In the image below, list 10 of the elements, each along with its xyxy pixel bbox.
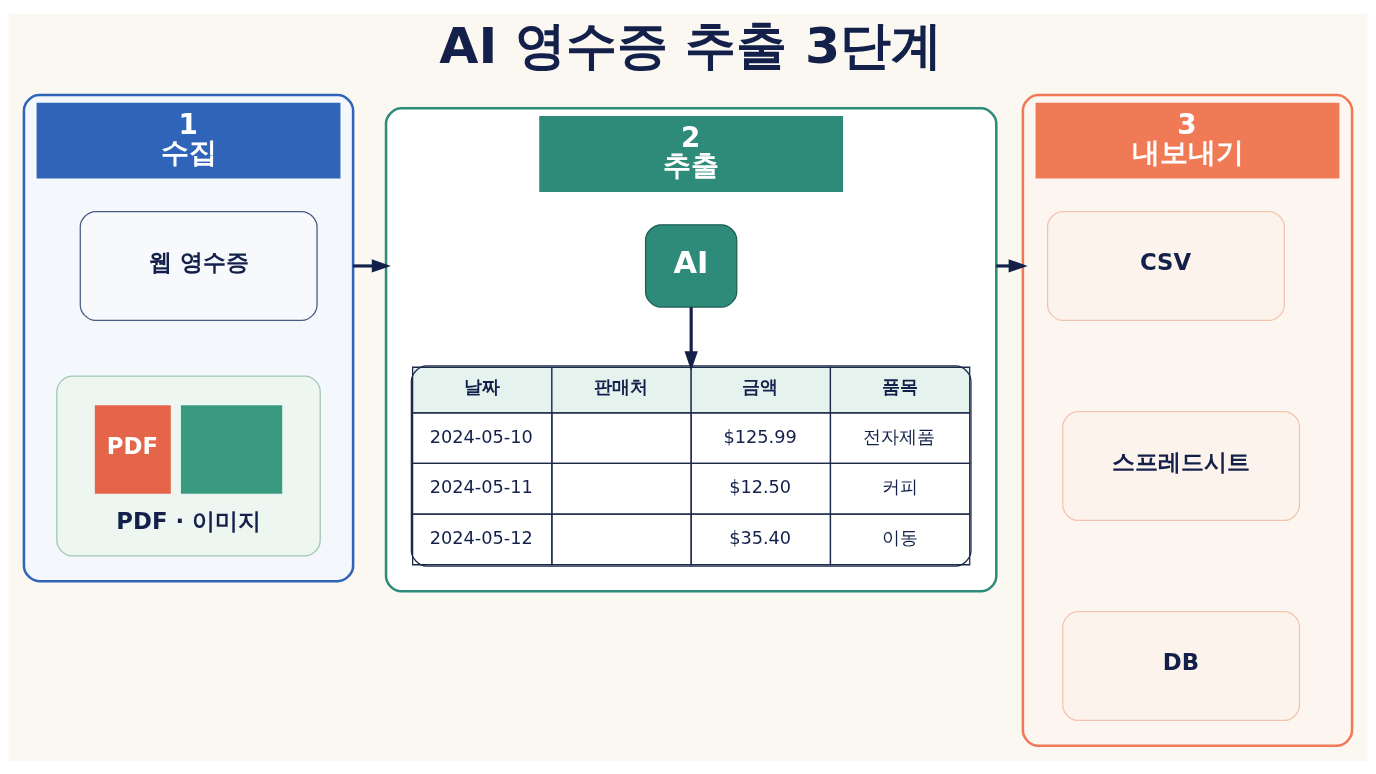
node-box: 웹 영수증 (79, 210, 318, 321)
node-box: PDF PDF · 이미지 (56, 374, 321, 557)
node-box: CSV (1046, 210, 1285, 321)
node-box: AI (644, 223, 738, 308)
node-box: 스프레드시트 (1062, 410, 1301, 521)
diagram-title: AI 영수증 추출 3단계 (439, 15, 943, 75)
arrow (996, 258, 1028, 273)
arrow (684, 306, 698, 370)
arrow (353, 258, 391, 273)
node-box: DB (1062, 610, 1301, 721)
